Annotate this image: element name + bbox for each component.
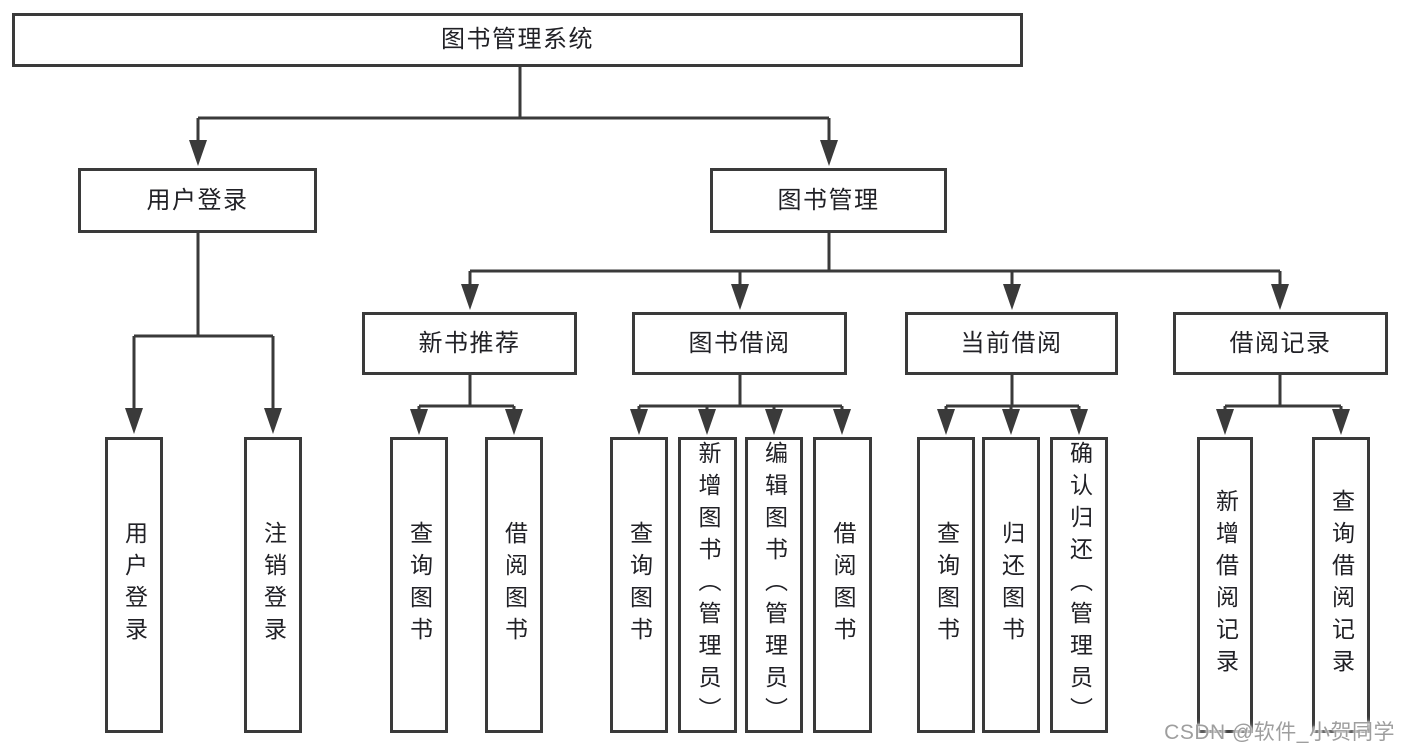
leaf-logout-label: 注销登录 [260, 521, 287, 649]
leaf-borrow-borrow-books: 借阅图书 [813, 437, 872, 733]
leaf-records-add-record-label: 新增借阅记录 [1212, 489, 1239, 681]
leaf-recommend-query-books: 查询图书 [390, 437, 448, 733]
node-borrow-records-label: 借阅记录 [1229, 329, 1332, 357]
leaf-logout: 注销登录 [244, 437, 302, 733]
leaf-borrow-borrow-books-label: 借阅图书 [830, 521, 856, 649]
leaf-records-query-record-label: 查询借阅记录 [1328, 489, 1355, 681]
leaf-records-add-record: 新增借阅记录 [1197, 437, 1253, 733]
node-current-borrow-label: 当前借阅 [960, 329, 1063, 357]
node-book-management: 图书管理 [710, 168, 947, 233]
leaf-current-return-books: 归还图书 [982, 437, 1040, 733]
node-new-book-recommend-label: 新书推荐 [418, 329, 521, 357]
leaf-borrow-edit-books-admin-label: 编辑图书（管理员） [761, 441, 788, 729]
leaf-current-confirm-return-admin: 确认归还（管理员） [1050, 437, 1108, 733]
watermark: CSDN @软件_小贺同学 [1164, 721, 1395, 744]
leaf-borrow-edit-books-admin: 编辑图书（管理员） [745, 437, 803, 733]
leaf-current-query-books: 查询图书 [917, 437, 975, 733]
leaf-borrow-add-books-admin-label: 新增图书（管理员） [695, 441, 721, 729]
connector-book-management-children [461, 233, 1289, 310]
node-book-borrow: 图书借阅 [632, 312, 847, 375]
node-borrow-records: 借阅记录 [1173, 312, 1388, 375]
leaf-recommend-borrow-books-label: 借阅图书 [501, 521, 528, 649]
node-user-login: 用户登录 [78, 168, 317, 233]
connector-borrow-records-children [1216, 375, 1350, 435]
node-book-borrow-label: 图书借阅 [688, 329, 791, 357]
leaf-borrow-add-books-admin: 新增图书（管理员） [678, 437, 737, 733]
leaf-current-query-books-label: 查询图书 [933, 521, 960, 649]
leaf-current-return-books-label: 归还图书 [998, 521, 1025, 649]
leaf-recommend-borrow-books: 借阅图书 [485, 437, 543, 733]
leaf-current-confirm-return-admin-label: 确认归还（管理员） [1066, 441, 1093, 729]
connector-current-borrow-children [937, 375, 1088, 435]
node-current-borrow: 当前借阅 [905, 312, 1118, 375]
connector-new-book-recommend-children [410, 375, 523, 435]
node-root: 图书管理系统 [12, 13, 1023, 67]
leaf-user-login-label: 用户登录 [121, 521, 148, 649]
node-root-label: 图书管理系统 [441, 26, 594, 53]
leaf-user-login: 用户登录 [105, 437, 163, 733]
node-book-management-label: 图书管理 [777, 186, 880, 214]
node-new-book-recommend: 新书推荐 [362, 312, 577, 375]
leaf-recommend-query-books-label: 查询图书 [406, 521, 433, 649]
node-user-login-label: 用户登录 [146, 186, 249, 214]
connector-user-login-children [125, 233, 282, 434]
leaf-borrow-query-books-label: 查询图书 [626, 521, 653, 649]
connector-root-to-level2 [189, 67, 838, 166]
connector-book-borrow-children [630, 375, 851, 435]
leaf-borrow-query-books: 查询图书 [610, 437, 668, 733]
leaf-records-query-record: 查询借阅记录 [1312, 437, 1370, 733]
